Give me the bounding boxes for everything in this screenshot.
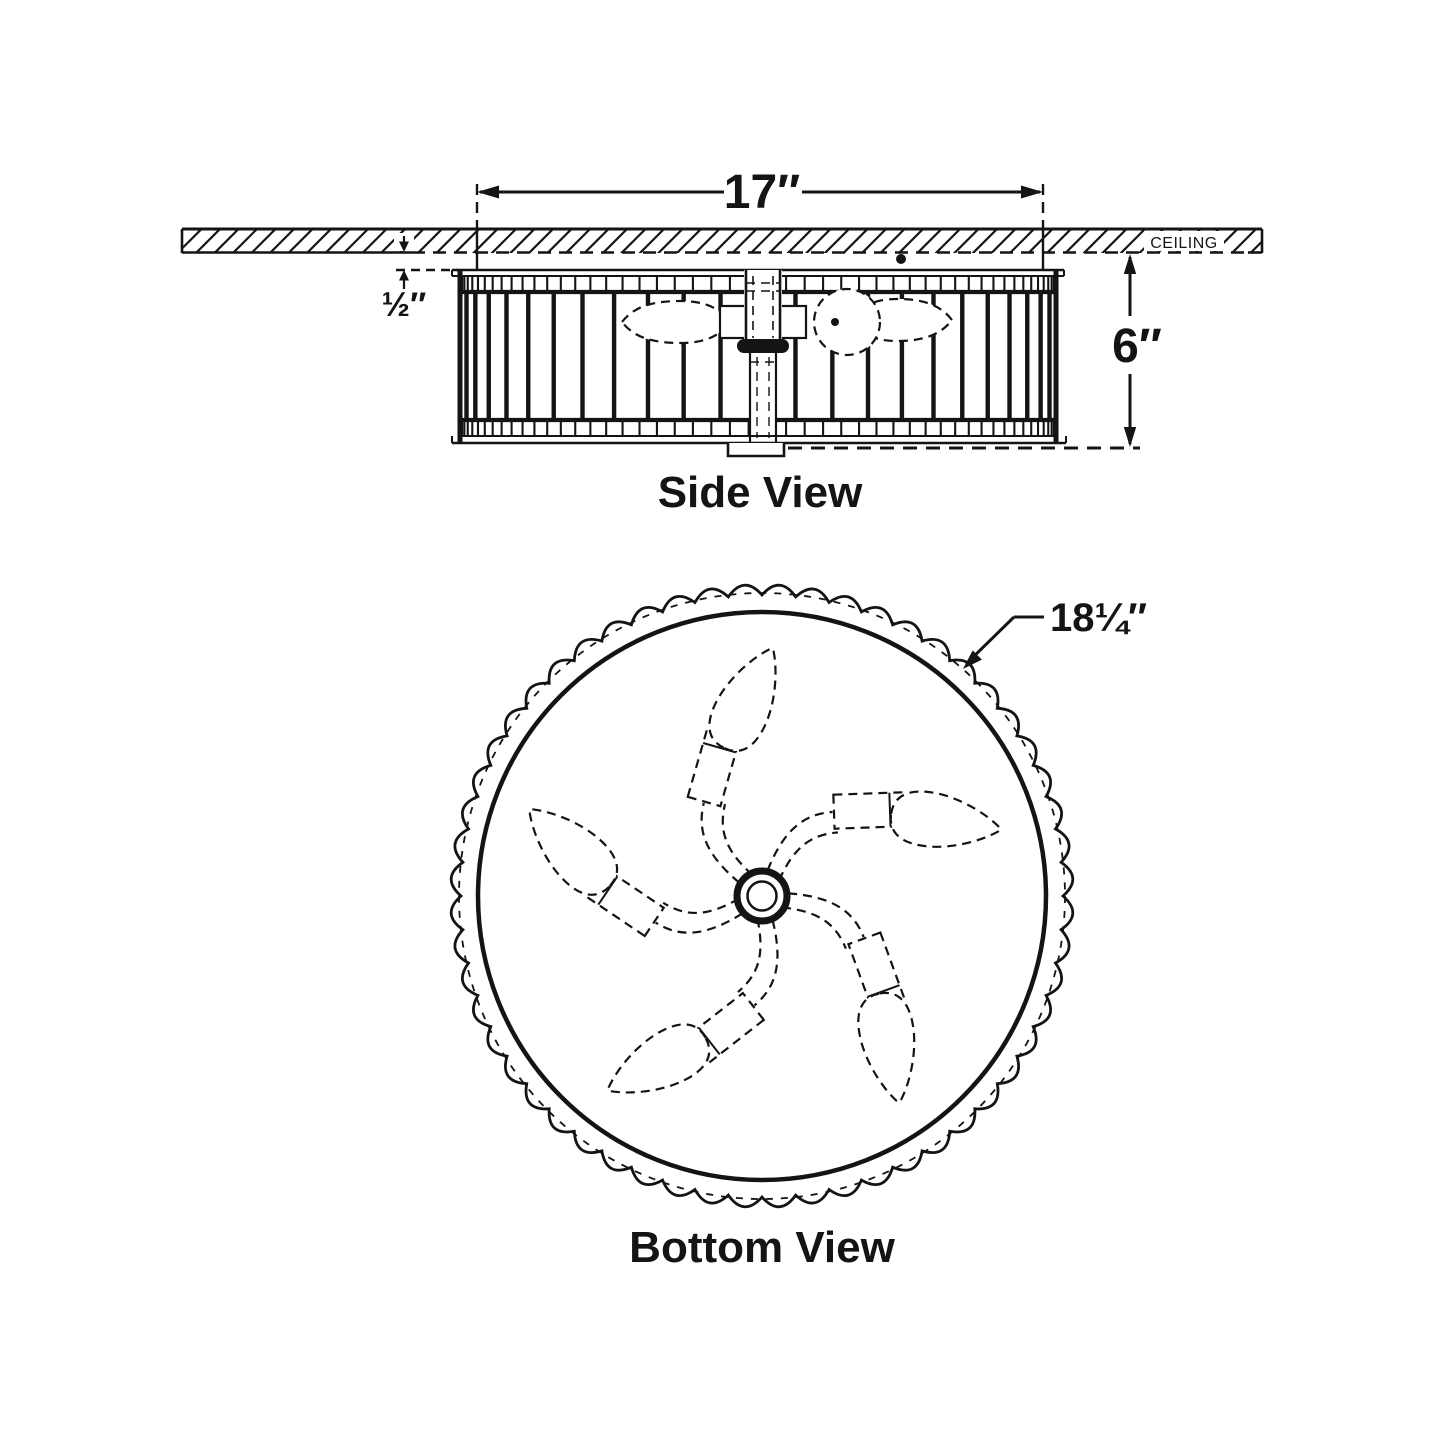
side-view-title: Side View [658,468,863,517]
scalloped-rim [449,583,1075,1209]
center-hub-outer [733,867,791,925]
dimension-width-17: 17″ [475,166,1045,269]
bottom-view-title: Bottom View [629,1223,895,1272]
dimension-height-6: 6″ [788,254,1162,450]
width-dimension-label: 17″ [724,166,800,219]
lamp-cluster [501,621,1024,1119]
diffuser-circle [475,609,1049,1183]
drum-shade-side [451,254,1067,458]
center-hub-inner [746,880,778,912]
side-view: CEILING 17″ [180,166,1264,517]
ceiling-label: CEILING [1150,235,1218,252]
center-stem [737,270,789,442]
ceiling-hatch [183,229,1261,253]
gap-dimension-label: ½″ [382,286,427,324]
bottom-view: 18¼″ Bottom View [449,583,1147,1272]
diameter-dimension-label: 18¼″ [1050,596,1147,640]
dimension-diameter: 18¼″ [963,596,1147,669]
mounting-screw-dot [896,254,906,264]
dimension-gap-half: ½″ [382,233,458,324]
stem-foot [726,443,786,458]
side-view-bulbs [620,287,954,357]
hidden-rim-circle [458,592,1066,1200]
height-dimension-label: 6″ [1112,320,1162,373]
drum-rim-ticks [461,277,1055,435]
ceiling-section: CEILING [180,227,1264,254]
